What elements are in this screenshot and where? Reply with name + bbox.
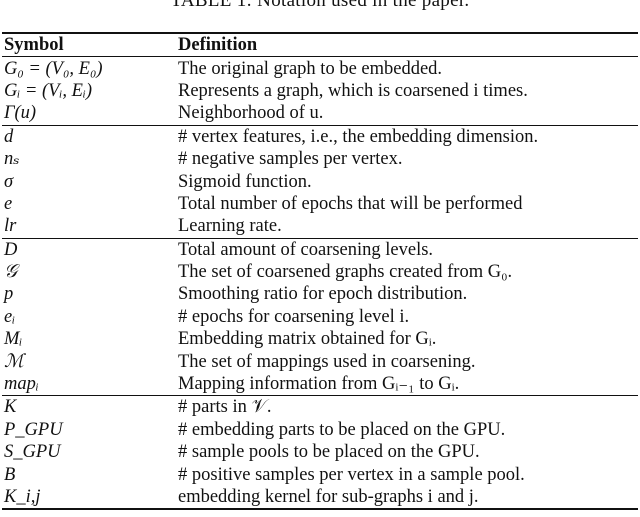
definition-cell: # sample pools to be placed on the GPU. bbox=[178, 442, 480, 463]
definition-cell: # epochs for coarsening level i. bbox=[178, 306, 410, 327]
symbol-cell: Gᵢ = (Vᵢ, Eᵢ) bbox=[4, 80, 93, 101]
table-row: Mᵢ Embedding matrix obtained for Gᵢ. bbox=[2, 328, 638, 350]
definition-cell: Smoothing ratio for epoch distribution. bbox=[178, 284, 468, 305]
symbol-cell: lr bbox=[4, 216, 17, 237]
table-row: eᵢ # epochs for coarsening level i. bbox=[2, 306, 638, 328]
symbol-cell: D bbox=[2, 237, 176, 261]
table-header-row: Symbol Definition bbox=[2, 32, 638, 58]
symbol-cell: B bbox=[4, 464, 16, 485]
definition-cell: Neighborhood of u. bbox=[178, 103, 324, 124]
header-symbol: Symbol bbox=[2, 32, 176, 58]
definition-cell: embedding kernel for sub-graphs i and j. bbox=[176, 485, 638, 511]
definition-cell: Mapping information from Gᵢ₋₁ to Gᵢ. bbox=[178, 374, 460, 395]
table-row: 𝒢 The set of coarsened graphs created fro… bbox=[2, 261, 638, 283]
table-row: lr Learning rate. bbox=[2, 215, 638, 238]
definition-cell: Total number of epochs that will be perf… bbox=[178, 193, 523, 214]
symbol-cell: p bbox=[4, 284, 14, 305]
symbol-cell: d bbox=[2, 124, 176, 148]
symbol-cell: eᵢ bbox=[4, 306, 16, 327]
definition-cell: # positive samples per vertex in a sampl… bbox=[178, 464, 525, 485]
symbol-cell: mapᵢ bbox=[4, 374, 39, 395]
table-row: σ Sigmoid function. bbox=[2, 170, 638, 192]
symbol-cell: Γ(u) bbox=[4, 103, 37, 124]
table-row: Γ(u) Neighborhood of u. bbox=[2, 102, 638, 125]
symbol-cell: e bbox=[4, 193, 13, 214]
definition-cell: # vertex features, i.e., the embedding d… bbox=[176, 124, 638, 148]
table-row: G₀ = (V₀, E₀) The original graph to be em… bbox=[2, 57, 638, 80]
definition-cell: Learning rate. bbox=[178, 216, 282, 237]
symbol-cell: K bbox=[2, 395, 176, 419]
table-row: P_GPU # embedding parts to be placed on t… bbox=[2, 419, 638, 441]
table-row: ℳ The set of mappings used in coarsening. bbox=[2, 350, 638, 372]
definition-cell: # embedding parts to be placed on the GP… bbox=[178, 419, 506, 440]
definition-cell: # parts in 𝒱. bbox=[176, 395, 638, 419]
table-row: e Total number of epochs that will be per… bbox=[2, 193, 638, 215]
symbol-cell: Mᵢ bbox=[4, 329, 23, 350]
table-row: K# parts in 𝒱. bbox=[2, 395, 638, 419]
symbol-cell: σ bbox=[4, 171, 14, 192]
symbol-cell: S_GPU bbox=[4, 442, 61, 463]
definition-cell: # negative samples per vertex. bbox=[178, 149, 403, 170]
definition-cell: Represents a graph, which is coarsened i… bbox=[178, 80, 528, 101]
table-row: d# vertex features, i.e., the embedding … bbox=[2, 124, 638, 148]
table-row: Gᵢ = (Vᵢ, Eᵢ) Represents a graph, which i… bbox=[2, 80, 638, 102]
definition-cell: Embedding matrix obtained for Gᵢ. bbox=[178, 329, 437, 350]
definition-cell: The set of mappings used in coarsening. bbox=[178, 351, 476, 372]
symbol-cell: ℳ bbox=[4, 351, 24, 372]
notation-table: Symbol Definition G₀ = (V₀, E₀) The origi… bbox=[2, 32, 638, 511]
table-row: nₛ # negative samples per vertex. bbox=[2, 148, 638, 170]
symbol-cell: K_i,j bbox=[2, 485, 176, 511]
table-row: mapᵢ Mapping information from Gᵢ₋₁ to Gᵢ. bbox=[2, 373, 638, 396]
symbol-cell: nₛ bbox=[4, 149, 20, 170]
symbol-cell: G₀ = (V₀, E₀) bbox=[4, 58, 103, 79]
symbol-cell: 𝒢 bbox=[4, 262, 18, 283]
definition-cell: Sigmoid function. bbox=[178, 171, 312, 192]
header-definition: Definition bbox=[176, 32, 638, 58]
table-caption: TABLE 1: Notation used in the paper. bbox=[170, 0, 470, 11]
table-row: S_GPU # sample pools to be placed on the … bbox=[2, 441, 638, 463]
table-row: B # positive samples per vertex in a samp… bbox=[2, 463, 638, 485]
definition-cell: Total amount of coarsening levels. bbox=[176, 237, 638, 261]
symbol-cell: P_GPU bbox=[4, 419, 63, 440]
table-row: p Smoothing ratio for epoch distribution. bbox=[2, 283, 638, 305]
definition-cell: The set of coarsened graphs created from… bbox=[178, 262, 513, 283]
definition-cell: The original graph to be embedded. bbox=[178, 58, 443, 79]
